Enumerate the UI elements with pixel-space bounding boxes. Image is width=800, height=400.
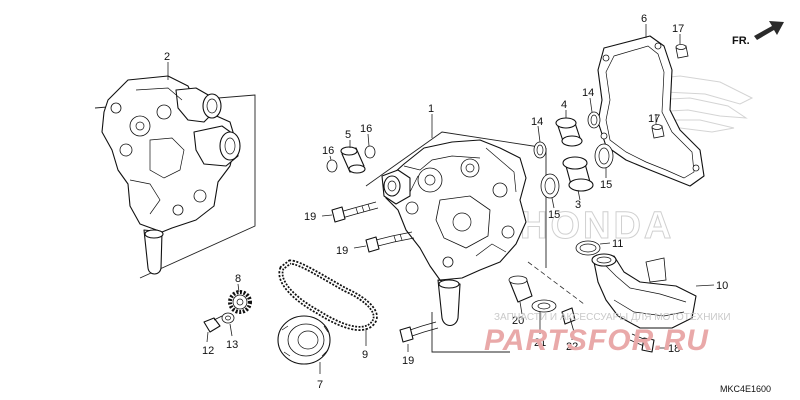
part-3-collar: 3 [562,156,594,211]
front-direction-indicator: FR. [732,21,784,47]
callout-8: 8 [235,273,241,285]
callout-16-right: 16 [360,123,372,135]
part-17-dowel-pin-upper: 17 [672,23,689,59]
front-arrow-icon [754,21,784,40]
callout-1: 1 [428,103,434,115]
callout-10: 10 [716,280,728,292]
site-watermark: ЗАПЧАСТИ И АКСЕССУАРЫ ДЛЯ МОТОТЕХНИКИ PA… [484,312,731,357]
part-19-bolt-upper: 19 [304,201,379,223]
part-4-collar: 4 [555,99,583,147]
callout-21: 21 [534,337,546,349]
callout-15-left: 15 [548,209,560,221]
part-10-oil-pipe: 10 [591,253,728,329]
part-7-driven-sprocket: 7 [277,315,331,391]
honda-watermark-text: HONDA [520,205,674,247]
part-12-bolt: 12 [202,315,223,357]
part-16-o-ring-left: 16 [322,145,338,173]
callout-22: 22 [566,341,578,353]
callout-6: 6 [641,13,647,25]
callout-5: 5 [345,129,351,141]
front-label: FR. [732,35,750,47]
part-21-gasket: 21 [531,299,557,349]
part-1-oil-pump: 1 [365,103,585,353]
part-6-gasket: 6 [597,13,705,187]
callout-17-upper: 17 [672,23,684,35]
part-22-bolt: 22 [561,307,578,353]
callout-19-upper: 19 [304,211,316,223]
callout-11: 11 [612,238,623,250]
part-19-bolt-middle: 19 [336,231,415,257]
part-13-washer: 13 [221,312,238,351]
callout-20: 20 [512,315,524,327]
watermark-site: PARTSFOR.RU [484,324,709,357]
part-19-bolt-lower: 19 [399,321,439,367]
callout-18: 18 [668,343,680,355]
part-2-oil-pump-assembly: 2 [94,51,256,279]
part-17-dowel-pin-lower: 17 [648,113,665,139]
callout-13: 13 [226,339,238,351]
diagram-code: MKC4E1600 [720,384,771,394]
callout-17-lower: 17 [648,113,660,125]
callout-3: 3 [575,199,581,211]
callout-14-left: 14 [531,116,543,128]
callout-4: 4 [561,99,567,111]
part-9-drive-chain: 9 [278,259,378,361]
callout-2: 2 [164,51,170,63]
part-15-o-ring-right: 15 [594,143,614,191]
watermark-tagline: ЗАПЧАСТИ И АКСЕССУАРЫ ДЛЯ МОТОТЕХНИКИ [494,312,731,323]
callout-14-right: 14 [582,87,594,99]
honda-watermark-logo: HONDA [520,75,754,248]
callout-9: 9 [362,349,368,361]
part-15-o-ring-left: 15 [540,173,560,221]
part-14-o-ring-left: 14 [531,116,547,159]
callout-19-middle: 19 [336,245,348,257]
callout-12: 12 [202,345,214,357]
part-5-collar: 5 [340,129,366,174]
part-16-o-ring-right: 16 [360,123,376,159]
callout-16-left: 16 [322,145,334,157]
callout-7: 7 [317,379,323,391]
callout-15-right: 15 [600,179,612,191]
part-11-o-ring: 11 [575,238,623,256]
part-18-bolt: 18 [629,333,680,355]
callout-19-lower: 19 [402,355,414,367]
part-20-strainer: 20 [508,275,533,327]
part-14-o-ring-right: 14 [582,87,601,129]
part-8-drive-gear: 8 [228,273,252,314]
